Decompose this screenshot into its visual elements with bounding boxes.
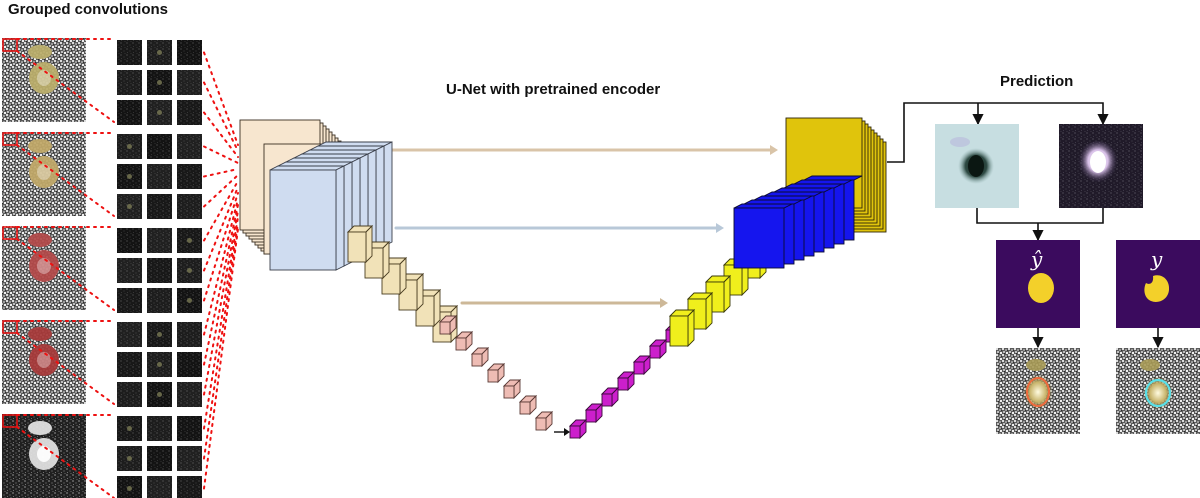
encoder-block-2 bbox=[269, 141, 393, 271]
y-label: y bbox=[1150, 247, 1163, 271]
input-image-4 bbox=[2, 320, 86, 404]
bottleneck-arrow bbox=[554, 428, 570, 436]
channel-grid-2 bbox=[117, 134, 202, 219]
overlay-prediction bbox=[996, 348, 1080, 434]
prediction-connectors bbox=[887, 102, 1164, 349]
overlay-ground-truth bbox=[1116, 348, 1200, 434]
skip-connection-3 bbox=[460, 298, 668, 308]
mask-ground-truth: y bbox=[1116, 240, 1200, 328]
prediction-image-brightfield bbox=[935, 124, 1019, 208]
channel-grid-5 bbox=[117, 416, 202, 498]
channel-grid-3 bbox=[117, 228, 202, 313]
y-hat-label: ŷ bbox=[1030, 247, 1043, 271]
prediction-image-darkfield bbox=[1059, 124, 1143, 208]
channel-grid-1 bbox=[117, 40, 202, 125]
input-image-2 bbox=[2, 132, 86, 216]
prediction-title: Prediction bbox=[1000, 73, 1073, 90]
input-image-1 bbox=[2, 38, 86, 122]
grouped-convolutions-title: Grouped convolutions bbox=[8, 1, 168, 18]
mask-prediction: ŷ bbox=[996, 240, 1080, 328]
skip-connection-2 bbox=[394, 223, 724, 233]
dotted-connectors bbox=[16, 38, 239, 498]
input-images bbox=[2, 38, 86, 498]
skip-connection-1 bbox=[348, 145, 778, 155]
unet-architecture bbox=[239, 117, 887, 440]
unet-title: U-Net with pretrained encoder bbox=[446, 81, 660, 98]
input-image-3 bbox=[2, 226, 86, 310]
channel-grids bbox=[117, 40, 202, 498]
decoder-block-2 bbox=[733, 175, 863, 269]
bottleneck-encoder bbox=[438, 314, 554, 432]
bottleneck-decoder bbox=[568, 322, 684, 440]
input-image-5 bbox=[2, 414, 86, 498]
channel-grid-4 bbox=[117, 322, 202, 407]
